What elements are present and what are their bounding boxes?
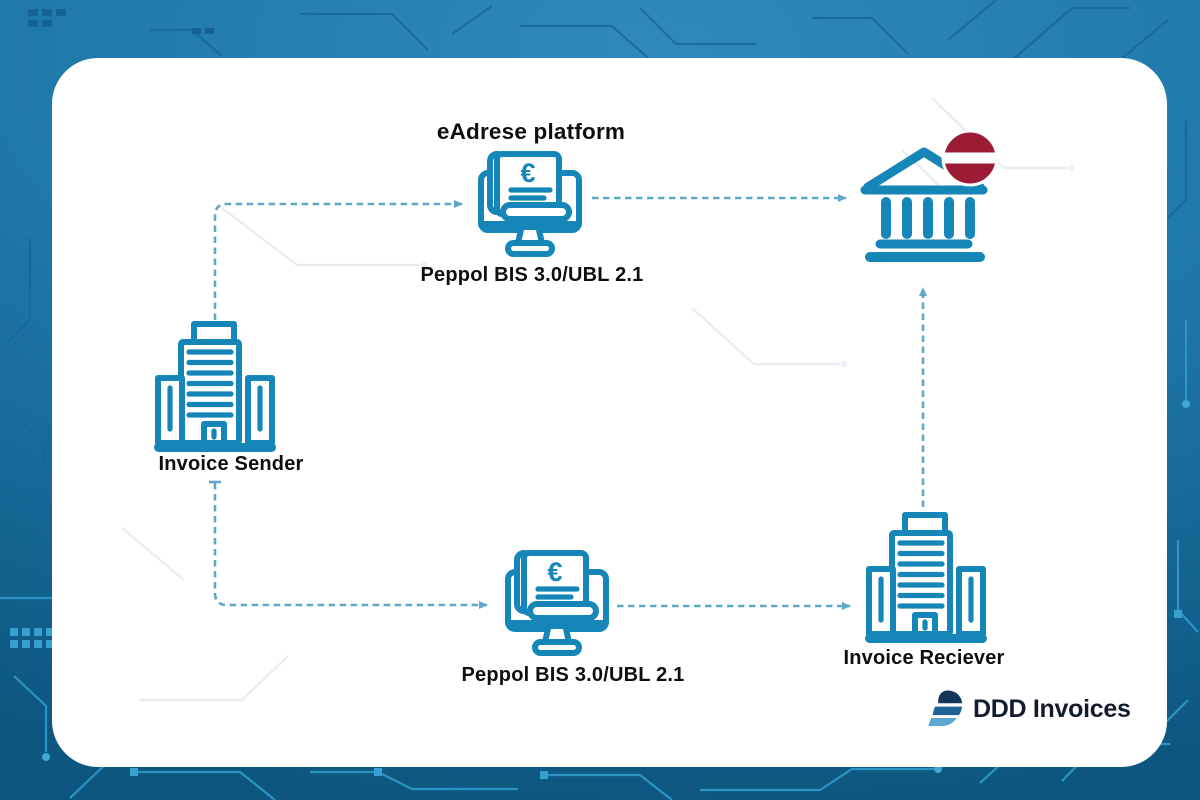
office-building-icon-receiver — [865, 512, 987, 643]
receiver-label: Invoice Reciever — [843, 647, 1005, 669]
arrow-sender-to-eadrese-bottom — [213, 483, 488, 609]
ddd-invoices-logo: DDD Invoices — [926, 688, 1131, 730]
euro-symbol: € — [547, 557, 562, 587]
ddd-logo-text: DDD Invoices — [973, 695, 1131, 723]
arrow-sender-to-eadrese-top — [213, 200, 463, 320]
euro-symbol: € — [520, 158, 535, 188]
peppol-standard-label-bottom: Peppol BIS 3.0/UBL 2.1 — [461, 664, 685, 686]
bank-building-icon — [860, 129, 999, 262]
sender-label: Invoice Sender — [158, 453, 304, 475]
circuit-chip-light — [10, 628, 54, 648]
ddd-logo-icon — [928, 690, 963, 727]
office-building-icon-sender — [154, 321, 276, 452]
card-circuit-watermark — [121, 97, 1076, 702]
invoice-monitor-icon: € — [478, 151, 582, 257]
latvia-flag-badge — [941, 129, 999, 187]
invoice-monitor-icon: € — [505, 550, 609, 656]
platform-title: eAdrese platform — [436, 119, 626, 144]
peppol-standard-label-top: Peppol BIS 3.0/UBL 2.1 — [420, 264, 644, 286]
